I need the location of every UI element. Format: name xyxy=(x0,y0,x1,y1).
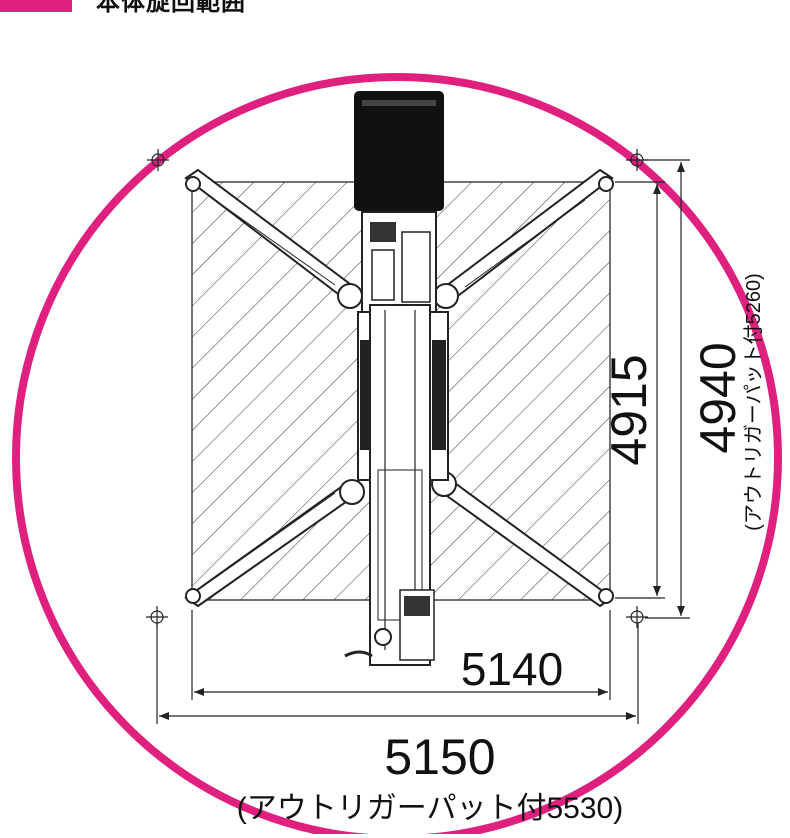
width-outer-note: (アウトリガーパット付5530) xyxy=(237,792,623,825)
width-outer-label: 5150 xyxy=(384,729,495,785)
height-dimension-outer xyxy=(645,159,690,619)
height-pads-label: 4915 xyxy=(601,354,657,465)
legend-label: 本体旋回範囲 xyxy=(96,0,246,16)
width-pads-label: 5140 xyxy=(461,643,563,695)
legend-swatch xyxy=(0,0,72,12)
crosshair-circle-icon xyxy=(626,606,648,628)
slewing-range-circle xyxy=(12,73,782,834)
height-outer-label: 4940 xyxy=(690,342,746,453)
width-dimension-outer xyxy=(156,622,639,724)
crosshair-circle-icon xyxy=(147,149,169,171)
height-outer-note: (アウトリガーパット付5260) xyxy=(742,273,765,531)
height-dimension-inner xyxy=(615,181,665,599)
width-dimension-inner xyxy=(191,610,611,700)
operator-cab xyxy=(354,91,444,211)
crosshair-circle-icon xyxy=(626,149,648,171)
outrigger-arm-bottom-left xyxy=(184,479,365,608)
outrigger-arm-top-right xyxy=(433,168,614,309)
machine-body xyxy=(344,91,449,666)
